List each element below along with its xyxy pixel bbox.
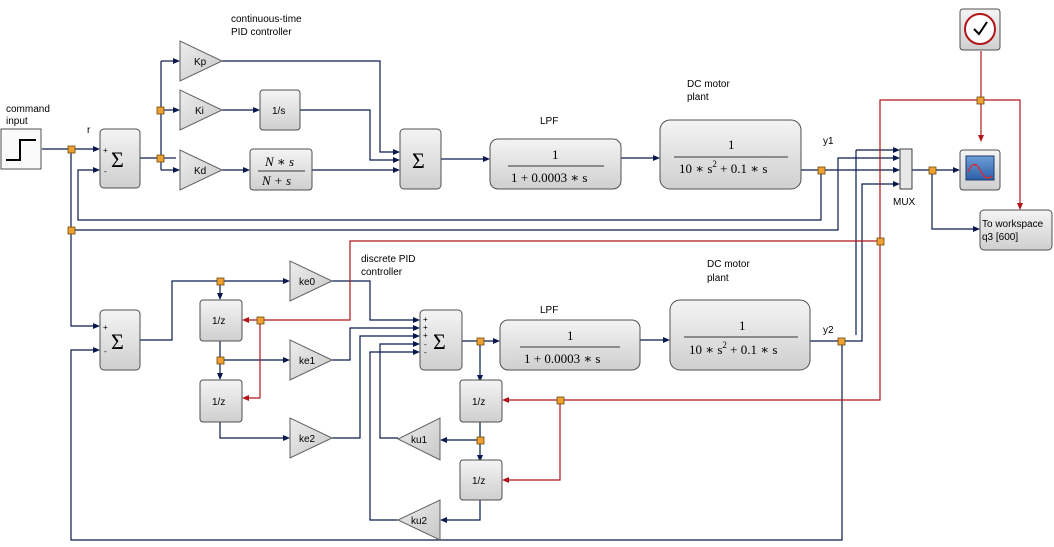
delay-block-4[interactable]: 1/z bbox=[459, 459, 503, 501]
scope-block[interactable] bbox=[959, 149, 1001, 191]
svg-text:ke0: ke0 bbox=[299, 277, 316, 288]
discrete-pid-title-2: controller bbox=[361, 267, 403, 278]
step-input-block[interactable] bbox=[0, 128, 42, 170]
svg-text:-: - bbox=[104, 167, 107, 176]
svg-text:1: 1 bbox=[739, 318, 746, 333]
lpf-label-top: LPF bbox=[540, 116, 558, 127]
svg-text:1/z: 1/z bbox=[472, 397, 485, 408]
svg-text:+: + bbox=[423, 315, 428, 324]
dc-motor-label-bottom-1: DC motor bbox=[707, 259, 750, 270]
svg-text:1: 1 bbox=[728, 137, 735, 152]
delay-block-3[interactable]: 1/z bbox=[459, 379, 503, 423]
to-workspace-block[interactable]: To workspace q3 [600] bbox=[979, 209, 1053, 251]
delay-block-1[interactable]: 1/z bbox=[199, 299, 243, 342]
signal-wires bbox=[42, 60, 976, 541]
event-wires bbox=[246, 51, 1021, 481]
command-input-label-1: command bbox=[6, 104, 50, 115]
svg-text:Σ: Σ bbox=[111, 329, 124, 354]
dc-motor-label-bottom-2: plant bbox=[707, 273, 729, 284]
sum-block-3[interactable]: Σ + - bbox=[99, 309, 141, 371]
sum-block-1[interactable]: Σ + - bbox=[99, 128, 141, 189]
svg-text:1 + 0.0003 ∗ s: 1 + 0.0003 ∗ s bbox=[511, 170, 587, 185]
delay-block-2[interactable]: 1/z bbox=[199, 379, 243, 423]
clock-block[interactable] bbox=[959, 8, 1001, 51]
gain-ke2[interactable]: ke2 bbox=[289, 417, 334, 459]
svg-text:1/z: 1/z bbox=[212, 316, 225, 327]
svg-text:+: + bbox=[103, 146, 108, 155]
lpf-block-bottom[interactable]: 1 1 + 0.0003 ∗ s bbox=[499, 319, 641, 371]
svg-text:1 + 0.0003 ∗ s: 1 + 0.0003 ∗ s bbox=[524, 351, 600, 366]
svg-text:1/s: 1/s bbox=[272, 106, 285, 117]
lpf-label-bottom: LPF bbox=[540, 305, 558, 316]
svg-text:ke2: ke2 bbox=[299, 434, 316, 445]
gain-ke1[interactable]: ke1 bbox=[289, 339, 334, 381]
dc-motor-plant-bottom[interactable]: 1 10 ∗ s2 + 0.1 ∗ s bbox=[669, 299, 811, 371]
gain-kd[interactable]: Kd bbox=[179, 149, 224, 191]
dc-motor-label-top-1: DC motor bbox=[687, 79, 730, 90]
mux-block[interactable] bbox=[899, 148, 913, 190]
integrator-block[interactable]: 1/s bbox=[259, 89, 301, 131]
svg-text:10 ∗ s2 + 0.1 ∗ s: 10 ∗ s2 + 0.1 ∗ s bbox=[679, 159, 767, 176]
svg-text:1/z: 1/z bbox=[212, 397, 225, 408]
split-nodes bbox=[67, 96, 985, 445]
svg-text:N + s: N + s bbox=[261, 173, 291, 188]
svg-text:+: + bbox=[423, 323, 428, 332]
svg-text:1: 1 bbox=[567, 328, 574, 343]
svg-text:Kd: Kd bbox=[194, 166, 206, 177]
signal-label-y1: y1 bbox=[823, 136, 834, 147]
gain-ku2[interactable]: ku2 bbox=[396, 499, 441, 541]
command-input-label-2: input bbox=[6, 116, 28, 127]
svg-text:Ki: Ki bbox=[195, 106, 204, 117]
mux-label: MUX bbox=[893, 197, 916, 208]
pid-title-1: continuous-time bbox=[231, 14, 302, 25]
svg-text:Σ: Σ bbox=[433, 329, 446, 354]
svg-text:ku2: ku2 bbox=[411, 516, 428, 527]
pid-title-2: PID controller bbox=[231, 27, 292, 38]
gain-ke0[interactable]: ke0 bbox=[289, 260, 334, 302]
gain-ku1[interactable]: ku1 bbox=[396, 417, 441, 461]
svg-text:-: - bbox=[424, 340, 427, 349]
derivative-filter-block[interactable]: N ∗ s N + s bbox=[249, 148, 313, 191]
sum-block-4[interactable]: Σ + + + - - bbox=[419, 309, 463, 371]
svg-text:1/z: 1/z bbox=[472, 476, 485, 487]
svg-text:Kp: Kp bbox=[194, 57, 207, 68]
svg-text:-: - bbox=[104, 347, 107, 356]
svg-text:1: 1 bbox=[552, 147, 559, 162]
svg-text:+: + bbox=[423, 331, 428, 340]
svg-text:q3 [600]: q3 [600] bbox=[982, 232, 1018, 243]
svg-text:N ∗ s: N ∗ s bbox=[264, 154, 294, 169]
signal-label-y2: y2 bbox=[823, 325, 834, 336]
svg-text:+: + bbox=[103, 323, 108, 332]
arrow-heads bbox=[93, 58, 1023, 523]
gain-kp[interactable]: Kp bbox=[179, 40, 224, 82]
svg-text:Σ: Σ bbox=[111, 147, 124, 172]
signal-label-r: r bbox=[87, 125, 91, 136]
dc-motor-label-top-2: plant bbox=[687, 92, 709, 103]
svg-text:10 ∗ s2 + 0.1 ∗ s: 10 ∗ s2 + 0.1 ∗ s bbox=[689, 340, 777, 357]
discrete-pid-title-1: discrete PID bbox=[361, 254, 415, 265]
svg-text:-: - bbox=[424, 348, 427, 357]
svg-text:To workspace: To workspace bbox=[982, 219, 1044, 230]
gain-ki[interactable]: Ki bbox=[179, 89, 224, 131]
svg-text:ke1: ke1 bbox=[299, 356, 316, 367]
dc-motor-plant-top[interactable]: 1 10 ∗ s2 + 0.1 ∗ s bbox=[659, 119, 802, 190]
svg-text:ku1: ku1 bbox=[411, 435, 428, 446]
lpf-block-top[interactable]: 1 1 + 0.0003 ∗ s bbox=[489, 138, 622, 190]
sum-block-2[interactable]: Σ bbox=[399, 128, 442, 190]
svg-text:Σ: Σ bbox=[412, 148, 425, 173]
